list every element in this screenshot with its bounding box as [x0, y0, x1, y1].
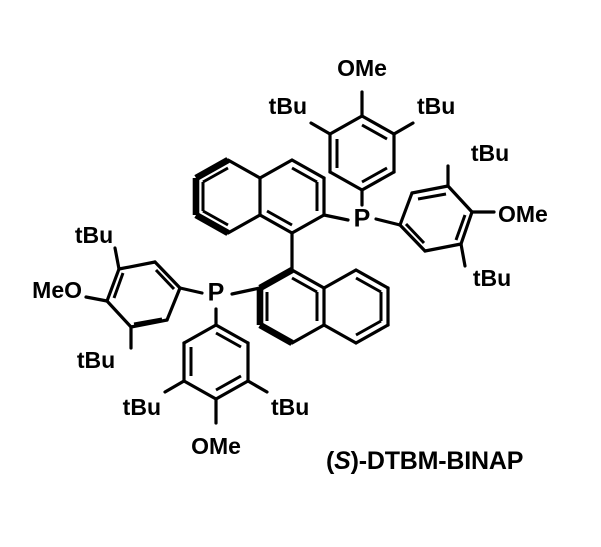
right-ring-ome-label: OMe: [498, 201, 548, 227]
caption-open-paren: (: [326, 447, 335, 475]
bottom-ring-tbu-left-label: tBu: [123, 394, 161, 420]
caption-name: )-DTBM-BINAP: [350, 447, 524, 475]
right-dtbm-aryl-ring: tBu OMe tBu: [398, 140, 548, 291]
lower-naphthalene: [256, 267, 390, 346]
left-ring-meo-label: MeO: [32, 277, 82, 303]
phosphorus-upper-label: P: [354, 205, 371, 233]
top-ring-ome-label: OMe: [337, 55, 387, 81]
left-dtbm-aryl-ring: MeO tBu tBu: [32, 222, 182, 373]
structure-caption: (S)-DTBM-BINAP: [326, 447, 523, 476]
top-ring-tbu-right-label: tBu: [417, 93, 455, 119]
top-ring-tbu-left-label: tBu: [269, 93, 307, 119]
bottom-ring-ome-label: OMe: [191, 433, 241, 459]
right-ring-tbu-top-label: tBu: [471, 140, 509, 166]
p-naphthyl-bonds: [230, 213, 350, 296]
left-ring-tbu-bottom-label: tBu: [77, 347, 115, 373]
right-ring-tbu-bottom-label: tBu: [473, 265, 511, 291]
phosphorus-upper-group: P: [354, 188, 402, 233]
top-dtbm-aryl-ring: OMe tBu tBu: [269, 55, 455, 192]
left-ring-tbu-top-label: tBu: [75, 222, 113, 248]
upper-naphthalene: [192, 157, 326, 236]
phosphorus-lower-label: P: [208, 279, 225, 307]
bottom-dtbm-aryl-ring: OMe tBu tBu: [123, 323, 309, 459]
phosphorus-lower-group: P: [178, 279, 225, 327]
bottom-ring-tbu-right-label: tBu: [271, 394, 309, 420]
caption-stereodescriptor: S: [334, 447, 351, 475]
